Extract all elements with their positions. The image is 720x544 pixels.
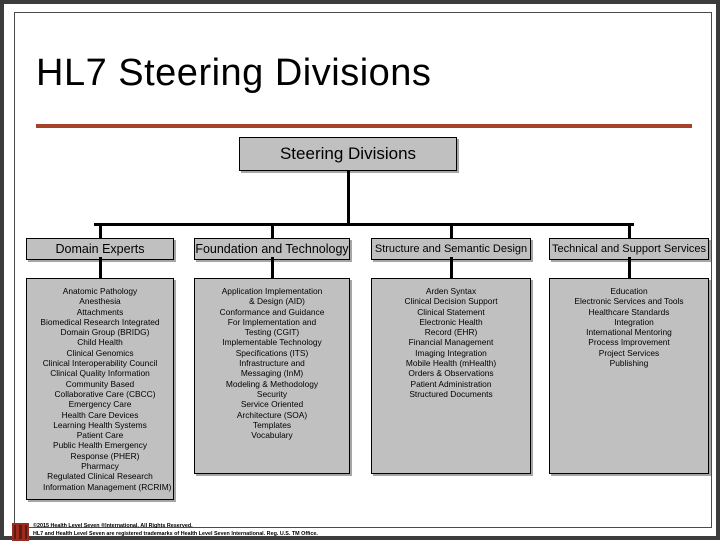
copyright-text: ©2015 Health Level Seven ®International.… [33,523,318,538]
title-divider [36,124,692,128]
connector-to-division-head-2 [449,223,453,239]
work-group-item: Mobile Health (mHealth) [405,358,497,369]
work-group-item: Emergency Care [68,399,132,410]
work-group-item: Anesthesia [79,296,121,307]
work-group-item: Integration [614,316,654,327]
work-group-item: Public Health Emergency [52,440,148,451]
connector-bus [94,223,634,226]
work-group-item: Specifications (ITS) [235,347,309,358]
page-title: HL7 Steering Divisions [36,52,432,94]
connector-to-division-body-0 [98,257,102,279]
connector-to-division-body-2 [449,257,453,279]
division-head-3[interactable]: Technical and Support Services [549,238,709,260]
work-group-item: Response (PHER) [70,450,140,461]
work-group-item: Clinical Statement [417,306,485,317]
hl7-logo-icon [12,523,29,541]
work-group-item: Orders & Observations [408,368,494,379]
work-group-item: Anatomic Pathology [62,286,138,296]
work-group-item: Healthcare Standards [588,306,670,317]
work-group-item: Messaging (InM) [240,368,304,379]
work-group-item: Clinical Quality Information [50,368,150,379]
work-group-item: Child Health [77,337,123,348]
work-group-item: Project Services [598,347,660,358]
work-group-item: Architecture (SOA) [236,409,308,420]
connector-to-division-head-1 [270,223,274,239]
work-group-item: Attachments [76,306,124,317]
work-group-item: Structured Documents [409,388,493,399]
connector-trunk [347,171,350,225]
division-body-1: Application Implementation& Design (AID)… [194,278,350,474]
work-group-item: Testing (CGIT) [244,327,300,338]
connector-to-division-head-0 [98,223,102,239]
work-group-item: Conformance and Guidance [219,306,325,317]
work-group-item: Regulated Clinical Research [47,471,153,482]
work-group-item: Collaborative Care (CBCC) [54,388,156,399]
work-group-item: Record (EHR) [424,327,478,338]
work-group-item: Publishing [609,358,649,369]
work-group-item: Imaging Integration [415,347,487,358]
work-group-item: Process Improvement [588,337,670,348]
work-group-item: Learning Health Systems [53,419,147,430]
division-head-0[interactable]: Domain Experts [26,238,174,260]
work-group-item: Electronic Health [419,316,483,327]
connector-to-division-body-3 [627,257,631,279]
work-group-item: Clinical Interoperability Council [42,358,158,369]
work-group-item: Vocabulary [251,430,293,441]
work-group-item: Patient Care [76,430,124,441]
work-group-item: Infrastructure and [239,358,305,369]
connector-to-division-head-3 [627,223,631,239]
work-group-item: Clinical Decision Support [404,296,498,307]
division-head-1[interactable]: Foundation and Technology [194,238,350,260]
copyright-line-2: HL7 and Health Level Seven are registere… [33,530,318,537]
work-group-item: Clinical Genomics [66,347,134,358]
work-group-item: Modeling & Methodology [225,378,319,389]
connector-to-division-body-1 [270,257,274,279]
work-group-item: Templates [252,419,292,430]
work-group-item: Service Oriented [240,399,304,410]
work-group-item: Electronic Services and Tools [574,296,684,307]
work-group-item: Education [610,286,648,296]
work-group-item: Information Management (RCRIM) [43,481,172,492]
work-group-item: Security [256,388,288,399]
work-group-item: Application Implementation [221,286,323,296]
work-group-item: Patient Administration [410,378,492,389]
work-group-item: Domain Group (BRIDG) [60,327,150,338]
work-group-item: For Implementation and [227,316,317,327]
work-group-item: & Design (AID) [249,296,305,307]
footer: ©2015 Health Level Seven ®International.… [10,520,720,544]
copyright-line-1: ©2015 Health Level Seven ®International.… [33,523,193,529]
work-group-item: Arden Syntax [425,286,477,296]
work-group-item: Pharmacy [81,461,119,472]
work-group-item: Health Care Devices [61,409,139,420]
work-group-item: Biomedical Research Integrated [40,316,160,327]
work-group-item: Financial Management [408,337,494,348]
root-node-steering-divisions[interactable]: Steering Divisions [239,137,457,171]
work-group-item: Implementable Technology [222,337,322,348]
work-group-item: International Mentoring [586,327,672,338]
work-group-item: Community Based [65,378,135,389]
